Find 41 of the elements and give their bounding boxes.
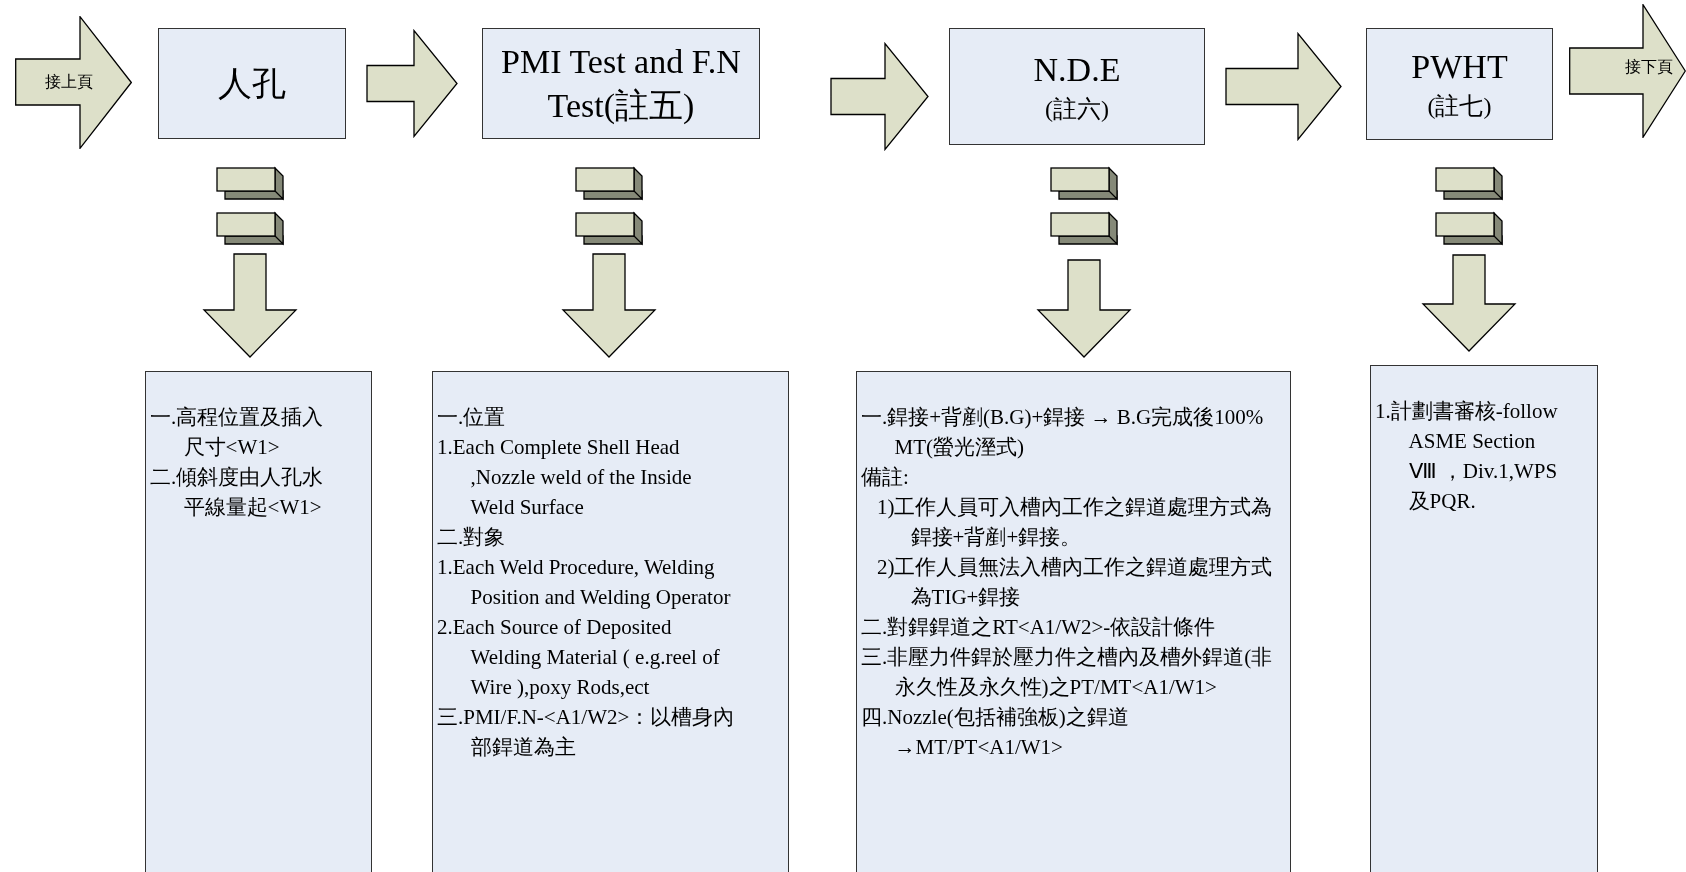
box-title: PMI Test and F.N Test(註五) — [500, 41, 742, 126]
note-box — [145, 371, 372, 872]
note-text: 2)工作人員無法入槽內工作之銲道處理方式為TIG+銲接 — [877, 554, 1274, 611]
process-box — [949, 28, 1205, 145]
note-box — [1370, 365, 1598, 872]
box-title: 人孔 — [218, 63, 286, 104]
process-box — [482, 28, 760, 139]
connector-label: 接上頁 — [45, 71, 93, 92]
note-text: 二.對象 — [437, 524, 507, 551]
note-text: 一.高程位置及插入尺寸<W1> — [150, 404, 325, 461]
box-title: PWHT — [1411, 47, 1508, 87]
note-text: 1.Each Weld Procedure, Welding Position and Welding Operator — [437, 554, 732, 611]
page-connector-arrow — [1569, 4, 1686, 138]
note-text: 一.銲接+背剷(B.G)+銲接 → B.G完成後100% MT(螢光溼式) — [861, 404, 1265, 461]
note-box — [856, 371, 1291, 872]
process-box — [158, 28, 346, 139]
note-text: 1)工作人員可入槽內工作之銲道處理方式為銲接+背剷+銲接。 — [877, 494, 1274, 551]
note-text: 1.計劃書審核-follow ASME Section Ⅷ ，Div.1,WPS及PQR. — [1375, 398, 1559, 515]
page-connector-arrow — [15, 16, 132, 149]
note-text: 三.非壓力件銲於壓力件之槽內及槽外銲道(非永久性及永久性)之PT/MT<A1/W1> — [861, 644, 1274, 701]
block-arrow — [561, 253, 657, 358]
note-text: 四.Nozzle(包括補強板)之銲道→MT/PT<A1/W1> — [861, 704, 1130, 761]
block-arrow — [1036, 259, 1132, 358]
note-text: 三.PMI/F.N-<A1/W2>：以槽身內部銲道為主 — [437, 704, 736, 761]
note-text: 2.Each Source of Deposited Welding Material ( e.g.reel of Wire ),poxy Rods,ect — [437, 614, 721, 701]
note-text: 二.傾斜度由人孔水平線量起<W1> — [150, 464, 325, 521]
block-arrow — [1225, 31, 1342, 142]
note-text: 一.位置 — [437, 404, 507, 431]
box-title: N.D.E — [1033, 49, 1121, 90]
block-arrow — [1421, 254, 1517, 352]
note-reference: (註六) — [1045, 94, 1109, 124]
block-arrow — [366, 28, 458, 139]
note-text: 1.Each Complete Shell Head ,Nozzle weld of the Inside Weld Surface — [437, 434, 693, 521]
block-arrow — [830, 41, 929, 152]
process-box — [1366, 28, 1553, 140]
connector-label: 接下頁 — [1625, 57, 1673, 77]
note-box — [432, 371, 789, 872]
note-text: 備註: — [861, 464, 910, 491]
note-text: 二.對銲銲道之RT<A1/W2>-依設計條件 — [861, 614, 1217, 641]
note-reference: (註七) — [1427, 92, 1492, 121]
block-arrow — [202, 253, 298, 358]
